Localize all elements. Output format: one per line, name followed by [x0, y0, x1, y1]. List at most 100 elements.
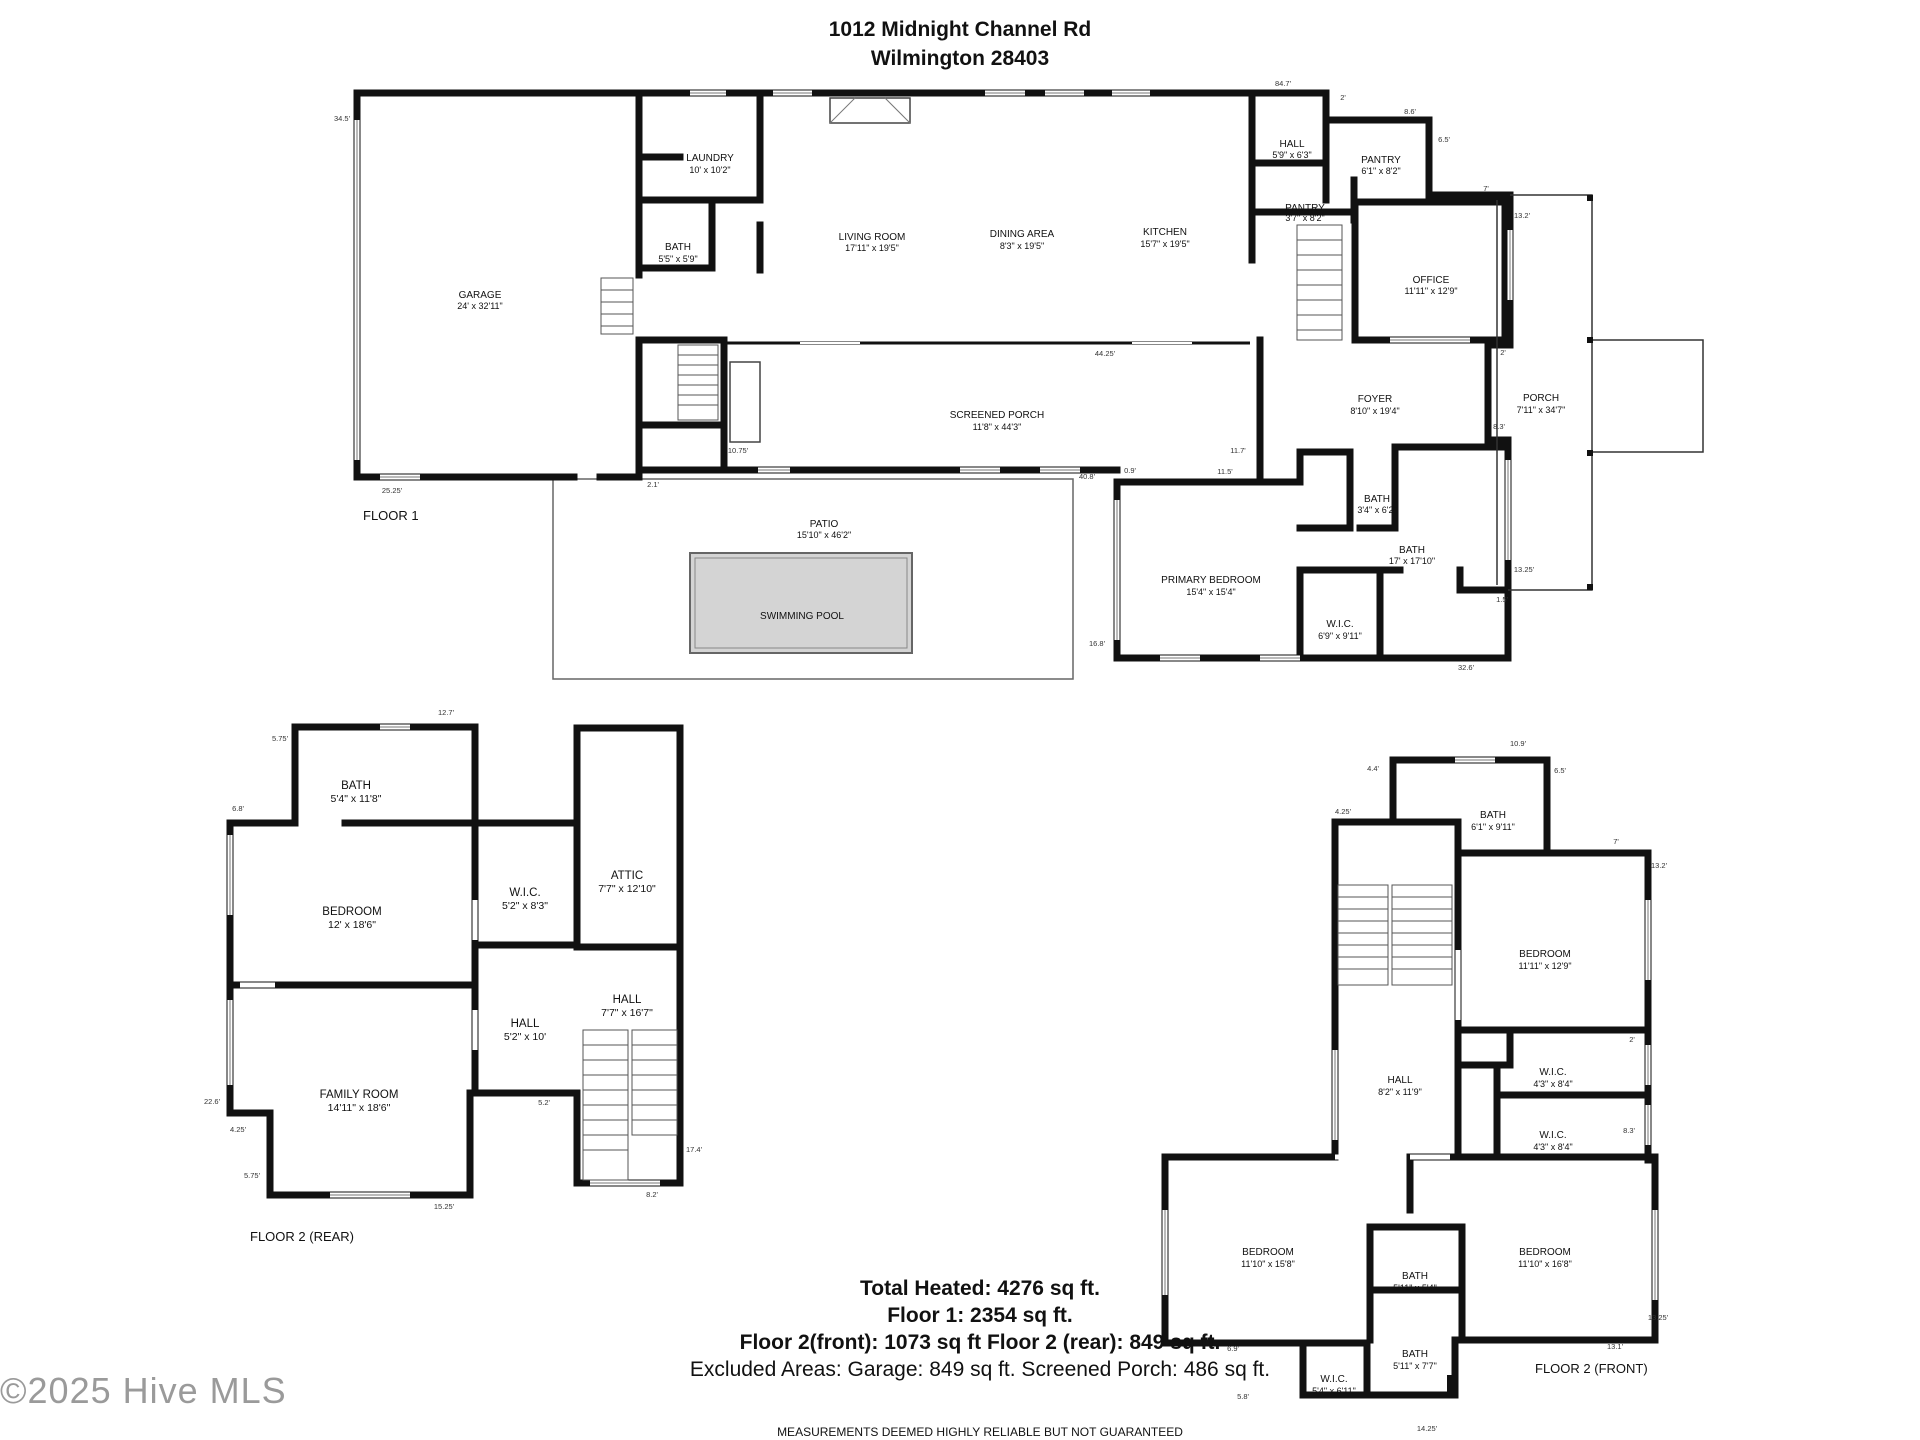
dim-label: 10.9'	[1510, 739, 1527, 748]
room-name-bath-front: BATH	[1480, 810, 1506, 821]
dim-label: 5.2'	[538, 1098, 550, 1107]
dim-label: 6.5'	[1438, 135, 1450, 144]
room-name-attic: ATTIC	[611, 870, 643, 882]
address-line-1: 1012 Midnight Channel Rd	[828, 18, 1092, 41]
room-dims-pantry-b: 3'7" x 8'2"	[1285, 213, 1324, 223]
room-name-office: OFFICE	[1413, 275, 1450, 286]
room-name-hall-rear-b: HALL	[613, 994, 642, 1006]
address-line-2: Wilmington 28403	[870, 47, 1050, 70]
room-name-laundry: LAUNDRY	[686, 153, 734, 164]
dim-label: 4.4'	[1367, 764, 1379, 773]
room-dims-screened-porch: 11'8" x 44'3"	[973, 422, 1022, 432]
room-dims-bedroom-rear: 12' x 18'6"	[328, 919, 376, 931]
floor2-front-stairs	[1337, 884, 1453, 986]
dim-label: 7'	[1613, 837, 1619, 846]
dim-label: 7'	[1483, 184, 1489, 193]
room-dims-bath-small: 3'4" x 6'2"	[1357, 505, 1396, 515]
summary-total-heated: Total Heated: 4276 sq ft.	[859, 1277, 1100, 1300]
room-name-bath-front-b: BATH	[1402, 1271, 1428, 1282]
room-name-hall-f1: HALL	[1279, 139, 1304, 150]
room-dims-laundry: 10' x 10'2"	[689, 165, 730, 175]
room-dims-attic: 7'7" x 12'10"	[598, 883, 656, 895]
room-dims-bath-front-c: 5'11" x 7'7"	[1393, 1361, 1437, 1371]
dim-label: 8.3'	[1623, 1126, 1635, 1135]
dim-label: 13.2'	[1514, 211, 1531, 220]
room-dims-garage: 24' x 32'11"	[457, 301, 503, 311]
floor-1-label: FLOOR 1	[363, 508, 419, 523]
room-name-wic-f1: W.I.C.	[1326, 619, 1353, 630]
room-dims-bath-primary: 17' x 17'10"	[1389, 556, 1435, 566]
dim-label: 12.7'	[438, 708, 455, 717]
room-name-screened-porch: SCREENED PORCH	[950, 410, 1044, 421]
floor-1-plan: GARAGE 24' x 32'11" LAUNDRY 10' x 10'2" …	[334, 79, 1704, 680]
room-dims-bath-rear: 5'4" x 11'8"	[331, 793, 382, 805]
room-name-hall-front: HALL	[1387, 1075, 1412, 1086]
room-name-living-room: LIVING ROOM	[839, 232, 906, 243]
dim-label: 2'	[1629, 1035, 1635, 1044]
dim-label: 44.25'	[1095, 349, 1116, 358]
dim-label: 13.25'	[1514, 565, 1535, 574]
room-dims-kitchen: 15'7" x 19'5"	[1140, 239, 1189, 249]
room-name-bath-f1: BATH	[665, 242, 691, 253]
room-name-bath-front-c: BATH	[1402, 1349, 1428, 1360]
room-name-foyer: FOYER	[1358, 394, 1392, 405]
room-name-bedroom-front-a: BEDROOM	[1519, 949, 1571, 960]
dim-label: 84.7'	[1275, 79, 1292, 88]
summary-excluded: Excluded Areas: Garage: 849 sq ft. Scree…	[689, 1358, 1271, 1381]
dim-label: 2.1'	[647, 480, 659, 489]
room-dims-hall-front: 8'2" x 11'9"	[1378, 1087, 1422, 1097]
dim-label: 13.1'	[1607, 1342, 1624, 1351]
dim-label: 6.8'	[232, 804, 244, 813]
room-name-wic-front-c: W.I.C.	[1320, 1374, 1347, 1385]
room-name-hall-rear-a: HALL	[511, 1018, 540, 1030]
room-dims-hall-rear-a: 5'2" x 10'	[504, 1031, 546, 1043]
dim-label: 13.25'	[1648, 1313, 1669, 1322]
room-name-family-room: FAMILY ROOM	[320, 1089, 399, 1101]
floor-2-rear-label: FLOOR 2 (REAR)	[250, 1229, 354, 1244]
summary-floor1: Floor 1: 2354 sq ft.	[887, 1304, 1073, 1327]
room-dims-hall-rear-b: 7'7" x 16'7"	[601, 1007, 653, 1019]
dim-label: 4.25'	[1335, 807, 1352, 816]
floor1-windows	[354, 90, 1513, 661]
floor-2-front-label: FLOOR 2 (FRONT)	[1535, 1361, 1648, 1376]
room-name-porch: PORCH	[1523, 393, 1559, 404]
room-name-bath-rear: BATH	[341, 780, 371, 792]
dim-label: 0.9'	[1124, 466, 1136, 475]
floor1-stairs	[600, 224, 1343, 421]
room-name-dining-area: DINING AREA	[990, 229, 1055, 240]
dim-label: 8.2'	[646, 1190, 658, 1199]
room-dims-bedroom-front-c: 11'10" x 16'8"	[1518, 1259, 1572, 1269]
dim-label: 4.25'	[230, 1125, 247, 1134]
room-dims-family-room: 14'11" x 18'6"	[328, 1102, 391, 1114]
summary-floor2: Floor 2(front): 1073 sq ft Floor 2 (rear…	[739, 1331, 1221, 1354]
dim-label: 1.5'	[1496, 595, 1508, 604]
dim-label: 2'	[1500, 348, 1506, 357]
dim-label: 10.75'	[728, 446, 749, 455]
disclaimer-footer: MEASUREMENTS DEEMED HIGHLY RELIABLE BUT …	[777, 1425, 1183, 1439]
room-name-swimming-pool: SWIMMING POOL	[760, 611, 844, 622]
room-dims-porch: 7'11" x 34'7"	[1517, 405, 1566, 415]
room-dims-wic-rear: 5'2" x 8'3"	[502, 900, 548, 912]
room-dims-dining-area: 8'3" x 19'5"	[1000, 241, 1044, 251]
room-dims-bath-front-b: 5'11" x 5'4"	[1393, 1283, 1437, 1293]
patio-outline	[552, 478, 1074, 680]
room-dims-pantry-a: 6'1" x 8'2"	[1361, 166, 1400, 176]
room-name-bath-small: BATH	[1364, 494, 1390, 505]
room-name-garage: GARAGE	[459, 290, 502, 301]
dim-label: 8.6'	[1404, 107, 1416, 116]
dim-label: 15.25'	[434, 1202, 455, 1211]
room-name-pantry-b: PANTRY	[1285, 203, 1325, 214]
room-dims-bedroom-front-b: 11'10" x 15'8"	[1241, 1259, 1295, 1269]
floor-2-front-plan: BATH 6'1" x 9'11" BEDROOM 11'11" x 12'9"…	[1161, 739, 1669, 1433]
room-name-bedroom-rear: BEDROOM	[322, 906, 381, 918]
room-dims-bath-front: 6'1" x 9'11"	[1471, 822, 1515, 832]
outdoor-fireplace	[729, 361, 761, 443]
dim-label: 14.25'	[1417, 1424, 1438, 1433]
dim-label: 11.7'	[1230, 446, 1246, 455]
room-name-wic-front-b: W.I.C.	[1539, 1130, 1566, 1141]
room-dims-wic-front-c: 5'4" x 6'11"	[1312, 1386, 1356, 1396]
swimming-pool	[689, 552, 913, 654]
room-dims-bath-f1: 5'5" x 5'9"	[658, 254, 697, 264]
dim-label: 5.75'	[272, 734, 289, 743]
